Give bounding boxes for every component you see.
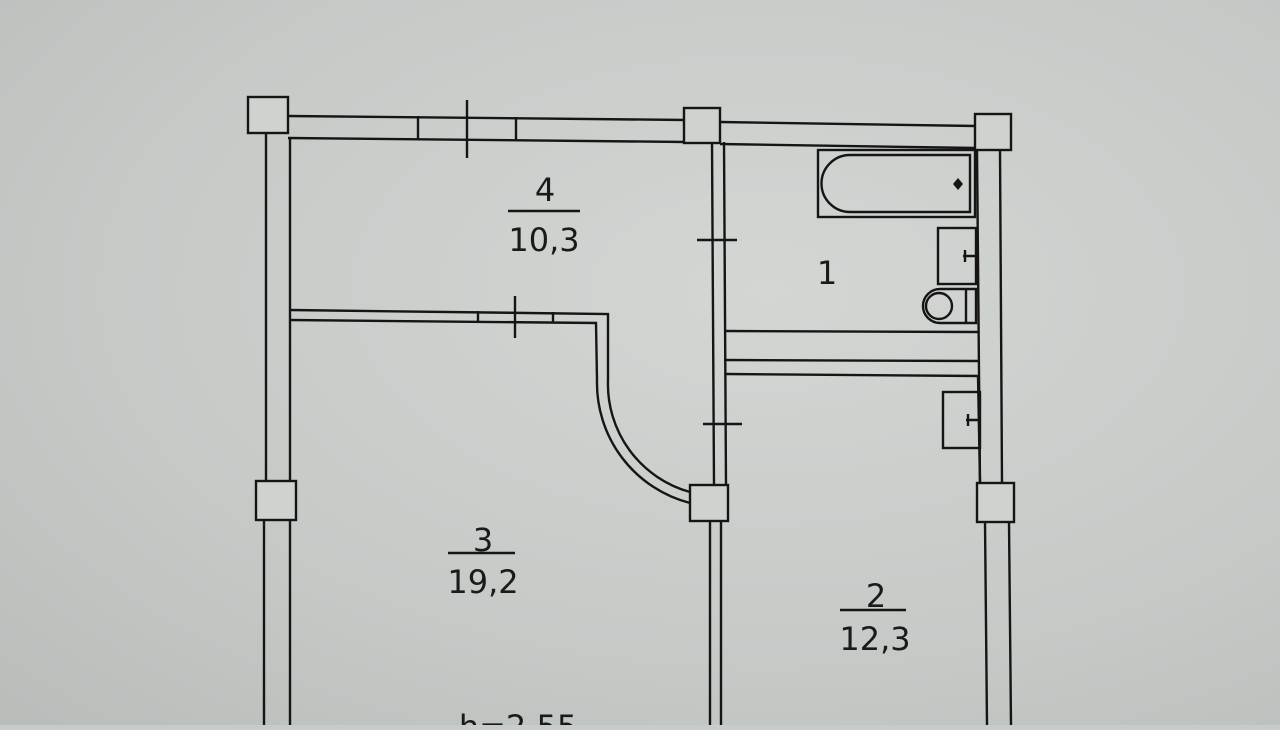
ceiling-height: h=2,55 [459, 708, 577, 725]
column [246, 95, 290, 135]
right-wall [975, 149, 1013, 726]
bathroom-walls [723, 329, 982, 484]
left-wall [262, 133, 292, 725]
column [688, 483, 730, 523]
sink-icon-room-2 [941, 390, 982, 450]
room-number: 1 [817, 254, 837, 292]
column [973, 112, 1013, 152]
top-wall [287, 100, 977, 158]
column [975, 481, 1016, 524]
sink-icon [936, 226, 978, 286]
room-area: 10,3 [508, 221, 579, 259]
room-area: 12,3 [839, 620, 910, 658]
room-number: 3 [473, 521, 493, 559]
room-4-label: 4 10,3 [508, 171, 580, 259]
columns [246, 95, 1016, 524]
partition-wall [289, 296, 691, 505]
bathtub-icon [816, 148, 977, 219]
room-3-label: 3 19,2 [447, 521, 518, 601]
room-number: 4 [535, 171, 555, 209]
column [682, 106, 722, 145]
room-number: 2 [866, 577, 886, 615]
toilet-icon [921, 287, 978, 325]
room-1-label: 1 [817, 254, 837, 292]
room-area: 19,2 [447, 563, 518, 601]
room-2-label: 2 12,3 [839, 577, 910, 658]
column [254, 479, 298, 522]
middle-wall [697, 141, 742, 725]
